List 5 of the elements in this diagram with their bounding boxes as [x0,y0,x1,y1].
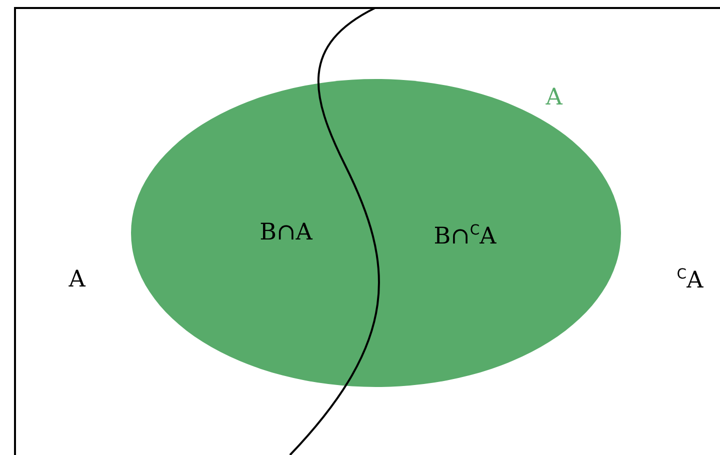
region-label: B∩A [260,222,312,244]
region-label: A [68,268,86,292]
region-label: B∩$^{C}$A [434,224,496,248]
region-label: $^{C}$A [676,268,704,292]
set-label: A [546,86,562,110]
